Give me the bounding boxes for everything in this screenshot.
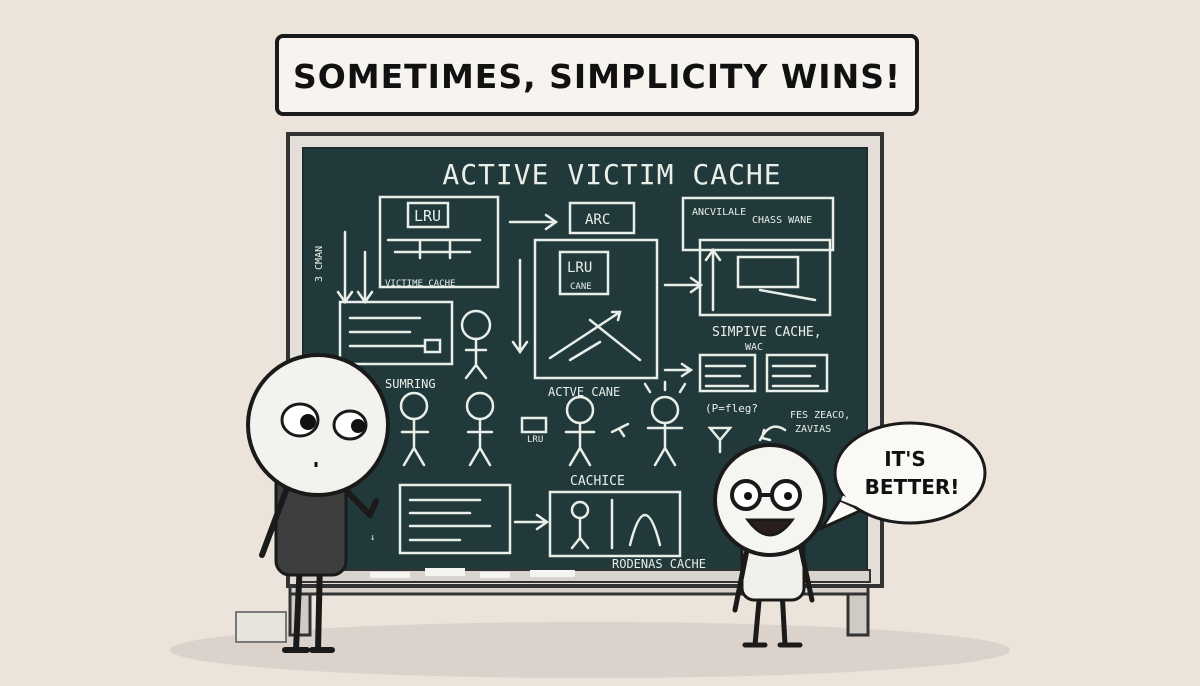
small-box-on-floor (235, 611, 287, 643)
lru-mid-label: LRU (567, 260, 592, 276)
right-character-smile (745, 518, 795, 537)
right-character (713, 443, 827, 648)
small-box-lru (520, 416, 548, 434)
simpive-label: SIMPIVE CACHE, (712, 325, 822, 340)
lru-mid-sub: CANE (570, 282, 592, 292)
lru-top-caption: VICTIME CACHE (385, 279, 455, 289)
cachice-label: CACHICE (570, 474, 625, 489)
floor-shadow (170, 622, 1010, 678)
chalk-drawings: ACTIVE VICTIM CACHE LRU VICTIME CACHE 3 … (314, 158, 850, 571)
left-character (246, 353, 390, 653)
lru-top-label: LRU (414, 207, 441, 225)
speech-bubble: IT'S BETTER! (818, 421, 987, 532)
right-character-head (713, 443, 827, 557)
speech-text-line1: IT'S (884, 447, 926, 471)
right-note-1: FES ZEACO, (790, 410, 850, 421)
svg-text:↓: ↓ (370, 533, 375, 543)
right-note-2: ZAVIAS (795, 424, 831, 435)
banner: SOMETIMES, SIMPLICITY WINS! (275, 34, 919, 116)
sumring-label: SUMRING (385, 377, 436, 391)
active-cane-label: ACTVE CANE (548, 385, 620, 399)
speech-text-line2: BETTER! (865, 475, 960, 499)
top-right-text-2: CHASS WANE (752, 215, 812, 226)
board-title: ACTIVE VICTIM CACHE (442, 158, 781, 191)
top-right-text-1: ANCVILALE (692, 207, 746, 218)
chalkboard (286, 132, 884, 588)
question-note: (P=fleg? (705, 402, 758, 415)
left-vertical-text: 3 CMAN (314, 246, 325, 282)
arc-label: ARC (585, 212, 610, 228)
small-box-label: LRU (527, 435, 543, 445)
simpive-sub: WAC (745, 342, 763, 353)
rodenas-label: RODENAS CACHE (612, 557, 706, 571)
banner-text: SOMETIMES, SIMPLICITY WINS! (293, 57, 901, 96)
